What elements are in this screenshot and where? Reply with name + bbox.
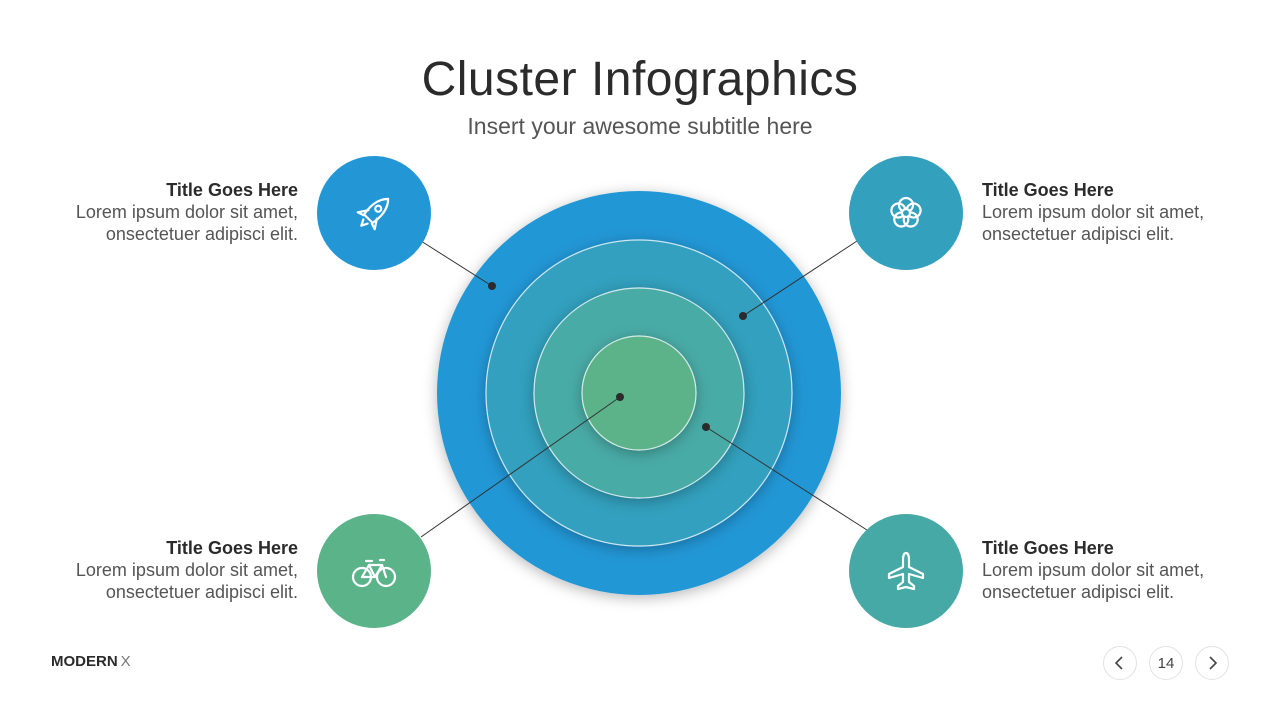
info-text-3a: Lorem ipsum dolor sit amet, [75,560,298,580]
connector-line-1 [420,240,493,287]
info-title-3: Title Goes Here [166,538,298,558]
icon-circle-3 [317,514,431,628]
info-text-1a: Lorem ipsum dolor sit amet, [75,202,298,222]
chevron-right-icon [1209,656,1218,670]
brand-suffix: X [120,653,131,670]
connector-dot-1 [488,282,496,290]
connector-line-4 [705,426,868,531]
page-subtitle: Insert your awesome subtitle here [467,113,813,139]
info-block-1: Title Goes Here Lorem ipsum dolor sit am… [0,179,298,245]
info-block-2: Title Goes Here Lorem ipsum dolor sit am… [982,179,1280,245]
info-title-2: Title Goes Here [982,180,1114,200]
info-text-4a: Lorem ipsum dolor sit amet, [982,560,1205,580]
connector-line-3 [420,396,621,538]
airplane-icon [887,551,925,591]
ring-core [581,335,697,451]
connector-dot-3 [616,393,624,401]
brand-name: MODERN [51,653,118,670]
connector-dot-2 [739,312,747,320]
flower-icon [890,196,922,228]
info-block-4: Title Goes Here Lorem ipsum dolor sit am… [982,537,1280,603]
prev-slide-button[interactable] [1103,646,1137,680]
icon-circle-1 [317,156,431,270]
info-text-2b: onsectetuer adipisci elit. [982,224,1175,244]
rocket-icon [356,197,390,231]
page-number: 14 [1149,646,1183,680]
info-block-3: Title Goes Here Lorem ipsum dolor sit am… [0,537,298,603]
info-title-4: Title Goes Here [982,538,1114,558]
next-slide-button[interactable] [1195,646,1229,680]
chevron-left-icon [1114,656,1123,670]
info-text-3b: onsectetuer adipisci elit. [105,582,298,602]
bicycle-icon [351,558,397,588]
info-title-1: Title Goes Here [166,180,298,200]
connector-line-2 [742,240,858,317]
info-text-2a: Lorem ipsum dolor sit amet, [982,202,1205,222]
icon-circle-4 [849,514,963,628]
info-text-1b: onsectetuer adipisci elit. [105,224,298,244]
connector-dot-4 [702,423,710,431]
info-text-4b: onsectetuer adipisci elit. [982,582,1175,602]
page-title: Cluster Infographics [421,53,859,106]
